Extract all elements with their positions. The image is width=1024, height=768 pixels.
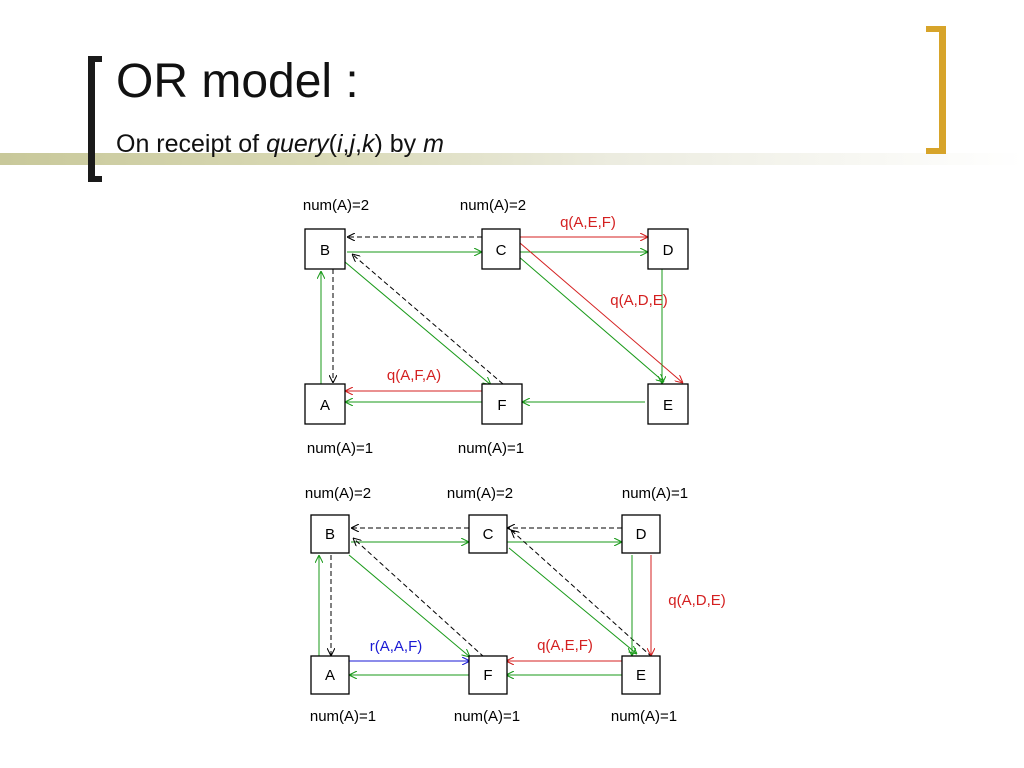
node-a-label: A — [320, 397, 330, 414]
node-c-box — [481, 228, 521, 270]
node-e-box — [647, 383, 689, 425]
node-a-box — [304, 383, 346, 425]
edge-f-b-dashed — [352, 254, 504, 385]
subtitle-m: m — [423, 130, 444, 158]
edge-f-b-dashed — [353, 538, 485, 658]
node-f-label: F — [483, 667, 492, 684]
edge-b-f-green — [344, 261, 491, 385]
num-label-a: num(A)=1 — [307, 440, 373, 457]
node-e-label: E — [663, 397, 673, 414]
message-q-aef: q(A,E,F) — [560, 214, 616, 231]
node-b-label: B — [325, 526, 335, 543]
node-d-label: D — [636, 526, 647, 543]
node-a-label: A — [325, 667, 335, 684]
subtitle-by: by — [382, 130, 424, 158]
node-c-label: C — [483, 526, 494, 543]
node-c-label: C — [496, 242, 507, 259]
num-label-e: num(A)=1 — [611, 708, 677, 725]
subtitle-query: query — [266, 130, 329, 158]
num-label-c: num(A)=2 — [460, 197, 526, 214]
slide-subtitle: On receipt of query(i,j,k) by m — [116, 132, 444, 157]
subtitle-prefix: On receipt of — [116, 130, 267, 158]
num-label-b: num(A)=2 — [305, 485, 371, 502]
node-f-label: F — [497, 397, 506, 414]
node-c-box — [468, 514, 508, 554]
edge-c-e-red — [519, 242, 683, 383]
node-d-box — [621, 514, 661, 554]
num-label-c: num(A)=2 — [447, 485, 513, 502]
subtitle-close-paren: ) — [374, 130, 383, 158]
node-a-box — [310, 655, 350, 695]
subtitle-comma-2: , — [355, 130, 362, 158]
num-label-f: num(A)=1 — [458, 440, 524, 457]
decorative-band — [0, 153, 1024, 165]
message-q-ade: q(A,D,E) — [668, 592, 726, 609]
node-b-label: B — [320, 242, 330, 259]
message-q-ade: q(A,D,E) — [610, 292, 668, 309]
edge-c-e-green — [517, 255, 664, 382]
node-f-box — [468, 655, 508, 695]
subtitle-j: j — [349, 130, 356, 158]
node-d-label: D — [663, 242, 674, 259]
num-label-f: num(A)=1 — [454, 708, 520, 725]
bottom-diagram: B C D A F E num(A)=2 num(A)=2 num(A)=1 n… — [305, 485, 726, 725]
node-e-box — [621, 655, 661, 695]
subtitle-comma-1: , — [342, 130, 350, 158]
right-bracket-decoration — [926, 26, 946, 154]
subtitle-i: i — [336, 130, 343, 158]
num-label-d: num(A)=1 — [622, 485, 688, 502]
node-b-box — [304, 228, 346, 270]
num-label-a: num(A)=1 — [310, 708, 376, 725]
subtitle-open-paren: ( — [328, 130, 337, 158]
subtitle-k: k — [361, 130, 375, 158]
slide-title: OR model : — [116, 55, 359, 108]
node-f-box — [481, 383, 523, 425]
message-q-afa: q(A,F,A) — [387, 367, 441, 384]
node-d-box — [647, 228, 689, 270]
node-e-label: E — [636, 667, 646, 684]
edge-c-e-green — [508, 547, 637, 654]
left-bracket-decoration — [88, 56, 102, 182]
message-q-aef: q(A,E,F) — [537, 637, 593, 654]
top-diagram: B C D A F E num(A)=2 num(A)=2 num(A)=1 n… — [303, 197, 689, 457]
edge-b-f-green — [348, 554, 470, 657]
node-b-box — [310, 514, 350, 554]
message-r-aaf: r(A,A,F) — [370, 638, 423, 655]
num-label-b: num(A)=2 — [303, 197, 369, 214]
